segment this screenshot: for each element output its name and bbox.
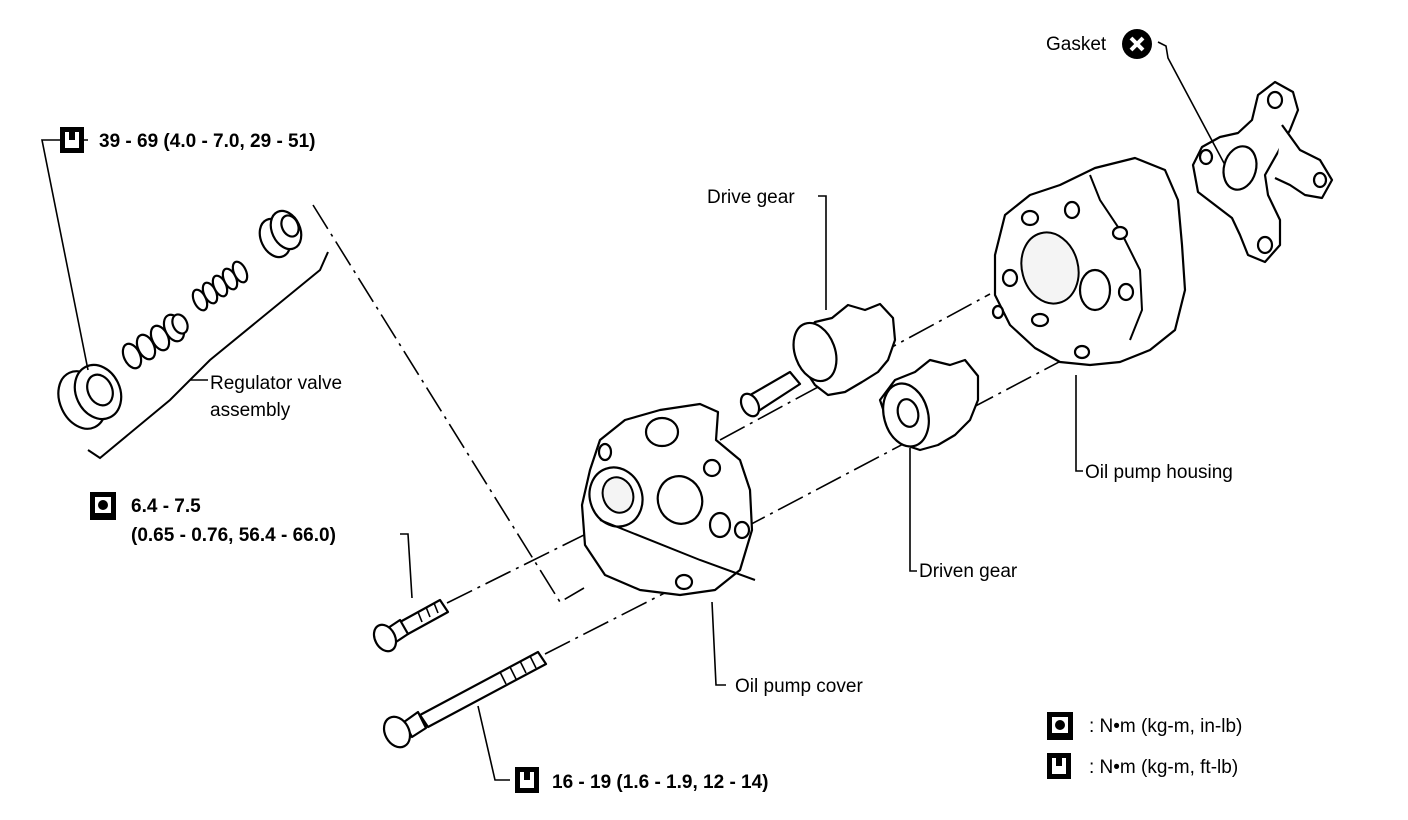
oil-pump-housing (991, 156, 1187, 367)
drive-gear (739, 302, 897, 418)
replace-part-icon (1122, 29, 1152, 59)
torque-wrench-ft-lb-icon (1047, 753, 1071, 779)
drive-gear-label: Drive gear (707, 187, 795, 208)
oil-pump-housing-label: Oil pump housing (1085, 462, 1233, 483)
torque-spec-cover-bolt-line1: 6.4 - 7.5 (131, 496, 201, 517)
driven-gear (878, 358, 980, 452)
regulator-valve-assembly (57, 209, 329, 460)
torque-spec-regulator-plug: 39 - 69 (4.0 - 7.0, 29 - 51) (99, 131, 316, 152)
regulator-valve-label-line1: Regulator valve (210, 373, 342, 394)
oil-pump-cover-label: Oil pump cover (735, 676, 863, 697)
legend-in-lb: : N•m (kg-m, in-lb) (1089, 716, 1242, 737)
torque-spec-long-bolt: 16 - 19 (1.6 - 1.9, 12 - 14) (552, 772, 769, 793)
driven-gear-label: Driven gear (919, 561, 1018, 582)
gasket (1191, 80, 1334, 264)
torque-spec-cover-bolt-line2: (0.65 - 0.76, 56.4 - 66.0) (131, 525, 336, 546)
regulator-valve-label-line2: assembly (210, 400, 291, 421)
gasket-label: Gasket (1046, 34, 1107, 55)
oil-pump-cover (580, 402, 756, 597)
long-bolt (382, 650, 548, 749)
cover-bolt (372, 598, 450, 653)
torque-wrench-ft-lb-icon (515, 767, 539, 793)
torque-wrench-in-lb-icon (1047, 712, 1073, 740)
torque-wrench-in-lb-icon (90, 492, 116, 520)
torque-wrench-ft-lb-icon (60, 127, 84, 153)
legend-ft-lb: : N•m (kg-m, ft-lb) (1089, 757, 1238, 778)
